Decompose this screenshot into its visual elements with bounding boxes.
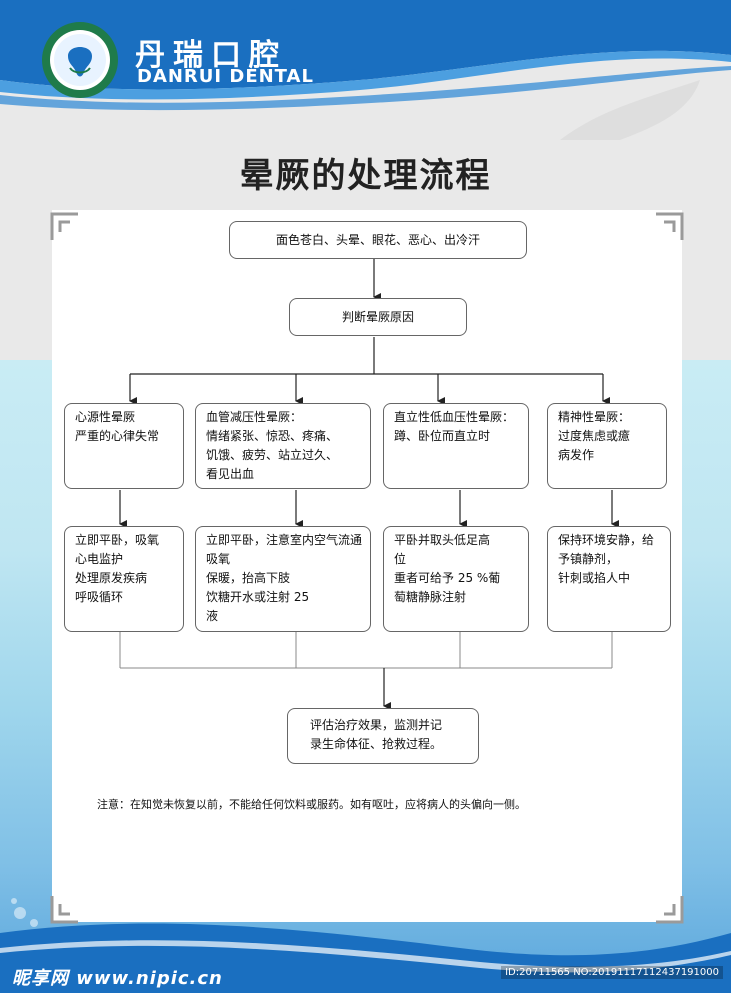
cause-box-cardiogenic: 心源性晕厥 严重的心律失常 [64,403,184,489]
treatment-line: 呼吸循环 [75,590,124,604]
cause-box-psychogenic: 精神性晕厥： 过度焦虑或癔 病发作 [547,403,667,489]
page-title: 晕厥的处理流程 [239,156,492,196]
symptoms-text: 面色苍白、头晕、眼花、恶心、出冷汗 [275,232,480,247]
caution-note: 注意：在知觉未恢复以前，不能给任何饮料或服药。如有呕吐，应将病人的头偏向一侧。 [97,798,526,811]
symptoms-box: 面色苍白、头晕、眼花、恶心、出冷汗 [229,221,527,259]
watermark-site: 昵享网 www.nipic.cn [12,968,223,989]
treatment-line: 处理原发疾病 [75,571,148,585]
cause-line: 看见出血 [206,467,255,481]
footer-wave [0,898,731,993]
cause-line: 蹲、卧位而直立时 [394,429,491,443]
treatment-line: 重者可给予 25 %葡 [394,571,501,585]
judge-cause-text: 判断晕厥原因 [341,309,414,324]
treatment-box-vasodepressor: 立即平卧，注意室内空气流通 吸氧 保暖，抬高下肢 饮糖开水或注射 25 液 [195,526,371,632]
cause-line: 情绪紧张、惊恐、疼痛、 [206,429,339,443]
treatment-line: 保暖，抬高下肢 [206,571,291,585]
cause-line: 血管减压性晕厥： [206,410,303,424]
evaluate-box: 评估治疗效果，监测并记 录生命体征、抢救过程。 [287,708,479,764]
cause-line: 心源性晕厥 [75,410,136,424]
treatment-box-psychogenic: 保持环境安静，给 予镇静剂， 针刺或掐人中 [547,526,671,632]
judge-cause-box: 判断晕厥原因 [289,298,467,336]
cause-box-orthostatic: 直立性低血压性晕厥： 蹲、卧位而直立时 [383,403,529,489]
cause-line: 过度焦虑或癔 [558,429,631,443]
evaluate-line: 评估治疗效果，监测并记 [310,718,443,732]
treatment-line: 予镇静剂， [558,552,619,566]
cause-line: 饥饿、疲劳、站立过久、 [206,448,339,462]
treatment-box-orthostatic: 平卧并取头低足高 位 重者可给予 25 %葡 萄糖静脉注射 [383,526,529,632]
treatment-line: 饮糖开水或注射 25 [206,590,310,604]
cause-box-vasodepressor: 血管减压性晕厥： 情绪紧张、惊恐、疼痛、 饥饿、疲劳、站立过久、 看见出血 [195,403,371,489]
treatment-line: 心电监护 [75,552,124,566]
treatment-line: 平卧并取头低足高 [394,533,491,547]
cause-line: 精神性晕厥： [558,410,631,424]
treatment-line: 保持环境安静，给 [558,533,655,547]
header-banner [0,0,731,140]
treatment-line: 萄糖静脉注射 [394,590,467,604]
brand-name-cn: 丹瑞口腔 [135,38,287,73]
treatment-line: 立即平卧，吸氧 [75,533,160,547]
cause-line: 直立性低血压性晕厥： [394,410,515,424]
treatment-line: 位 [394,552,407,566]
brand-logo-icon [42,22,118,98]
brand-name-en: DANRUI DENTAL [137,66,314,87]
treatment-line: 立即平卧，注意室内空气流通 [206,533,363,547]
treatment-line: 吸氧 [206,552,231,566]
cause-line: 病发作 [558,448,595,462]
treatment-box-cardiogenic: 立即平卧，吸氧 心电监护 处理原发疾病 呼吸循环 [64,526,184,632]
watermark-id: ID:20711565 NO:20191117112437191000 [501,966,723,979]
evaluate-line: 录生命体征、抢救过程。 [310,737,443,751]
cause-line: 严重的心律失常 [75,429,160,443]
treatment-line: 针刺或掐人中 [558,571,631,585]
treatment-line: 液 [206,609,219,623]
